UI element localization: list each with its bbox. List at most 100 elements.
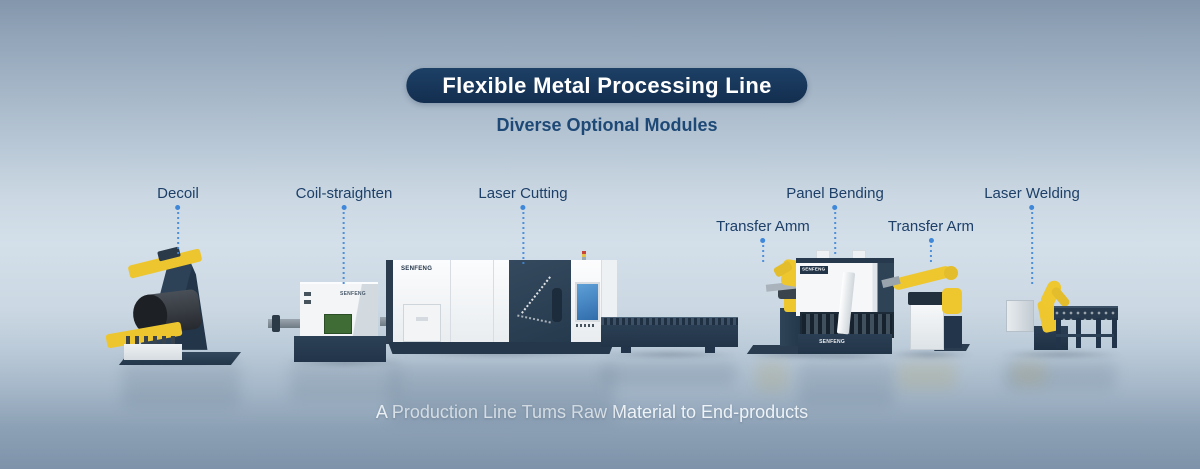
reflection — [1004, 362, 1116, 390]
exit-conveyor — [601, 317, 738, 354]
leader-line — [761, 245, 764, 265]
conveyor-foot — [705, 347, 715, 353]
module-label-transfer-arm: Transfer Arm — [887, 218, 975, 235]
leader-line — [1031, 212, 1033, 284]
bottom-caption: A Production Line Tums Raw Material to E… — [375, 402, 809, 422]
robot-upper-arm — [891, 264, 953, 292]
brand-label: SENFENG — [800, 266, 828, 274]
reflection — [1012, 362, 1046, 386]
machine-laser-cutting: SENFENG — [386, 251, 617, 354]
callout-laser-cutting: Laser Cutting — [478, 185, 568, 267]
control-button — [304, 300, 311, 304]
laser-access-door — [403, 304, 441, 342]
module-label-coil-straighten: Coil-straighten — [295, 185, 393, 202]
panel-seam — [493, 260, 494, 344]
callout-panel-bending: Panel Bending — [786, 185, 884, 256]
machine-shadow — [286, 358, 404, 367]
callout-decoil: Decoil — [157, 185, 199, 256]
brand-logo: SENFENG — [802, 267, 826, 272]
reflection — [602, 362, 736, 386]
straightener-base — [294, 336, 386, 362]
green-display-screen — [324, 314, 352, 334]
leader-dot — [175, 205, 181, 210]
leader-line — [522, 212, 524, 267]
callout-coil-straighten: Coil-straighten — [295, 185, 393, 286]
laser-navy-housing — [509, 260, 571, 344]
welder-source-unit — [1006, 300, 1034, 332]
callout-transfer-amm: Transfer Amm — [716, 218, 810, 265]
reflection — [798, 363, 894, 407]
module-label-decoil: Decoil — [157, 185, 199, 202]
table-leg — [1056, 318, 1061, 348]
robot-elbow-joint — [944, 266, 958, 280]
laser-control-console — [571, 260, 601, 344]
dotted-decor-line — [517, 314, 551, 324]
machine-shadow — [1000, 350, 1122, 359]
laser-base — [388, 342, 614, 354]
door-label — [416, 317, 428, 321]
roller-knob — [272, 315, 280, 332]
title-banner: Flexible Metal Processing Line — [406, 68, 808, 103]
leader-line — [177, 212, 179, 256]
brand-logo: SENFENG — [819, 339, 845, 345]
console-buttons — [576, 324, 596, 327]
machine-shadow — [886, 350, 974, 359]
leader-dot — [1029, 205, 1035, 210]
machine-shadow — [744, 350, 846, 359]
welding-table-top — [1054, 306, 1118, 320]
signal-tower-light — [582, 251, 586, 260]
machine-decoil — [105, 246, 245, 368]
robot-control-cabinet — [910, 304, 944, 350]
roller-left — [268, 319, 308, 328]
table-leg — [1096, 318, 1101, 348]
laser-white-panels: SENFENG — [393, 260, 509, 344]
reflection — [756, 362, 788, 392]
machine-coil-straighten: SENFENG — [268, 278, 414, 364]
table-brace — [1056, 334, 1114, 337]
machine-panel-bending: SENFENG SENFENG — [796, 250, 894, 354]
subtitle: Diverse Optional Modules — [496, 115, 718, 135]
conveyor-foot — [621, 347, 631, 353]
leader-line — [929, 245, 932, 263]
reflection — [290, 363, 400, 401]
conveyor-body — [601, 325, 738, 347]
panel-seam — [450, 260, 451, 344]
callout-transfer-arm: Transfer Arm — [888, 218, 974, 263]
page-title: Flexible Metal Processing Line — [442, 73, 772, 98]
bender-base: SENFENG — [798, 334, 892, 354]
leader-dot — [520, 205, 526, 210]
robot-pedestal — [944, 316, 962, 348]
leader-dot — [760, 238, 766, 243]
reflection — [122, 364, 240, 408]
callout-laser-welding: Laser Welding — [984, 185, 1080, 284]
module-label-laser-cutting: Laser Cutting — [478, 185, 568, 202]
cabinet-top-strip — [796, 258, 894, 263]
conveyor-slats — [601, 317, 738, 326]
brand-logo: SENFENG — [401, 265, 433, 272]
cabinet-screen — [908, 292, 944, 305]
decoil-pins — [126, 336, 176, 345]
machine-transfer-arm — [881, 258, 971, 354]
machine-shadow — [796, 351, 894, 360]
brand-logo: SENFENG — [340, 291, 366, 297]
robot-shoulder — [942, 288, 962, 314]
dotted-decor-line — [521, 276, 551, 314]
decoil-feed-block — [124, 344, 182, 360]
leader-dot — [928, 238, 934, 243]
module-label-transfer-amm: Transfer Amm — [716, 218, 810, 235]
module-label-laser-welding: Laser Welding — [984, 185, 1080, 202]
leader-line — [834, 212, 836, 256]
laser-endcap — [386, 260, 393, 344]
table-leg — [1076, 318, 1081, 348]
machine-laser-welding — [1000, 274, 1122, 354]
machine-shadow — [601, 350, 738, 359]
reflection — [898, 362, 956, 390]
leader-dot — [341, 205, 347, 210]
straightener-cabinet: SENFENG — [300, 282, 378, 340]
control-button — [304, 292, 311, 296]
table-leg — [1112, 318, 1117, 348]
leader-dot — [832, 205, 838, 210]
hmi-screen — [575, 282, 600, 322]
leader-line — [343, 212, 345, 286]
